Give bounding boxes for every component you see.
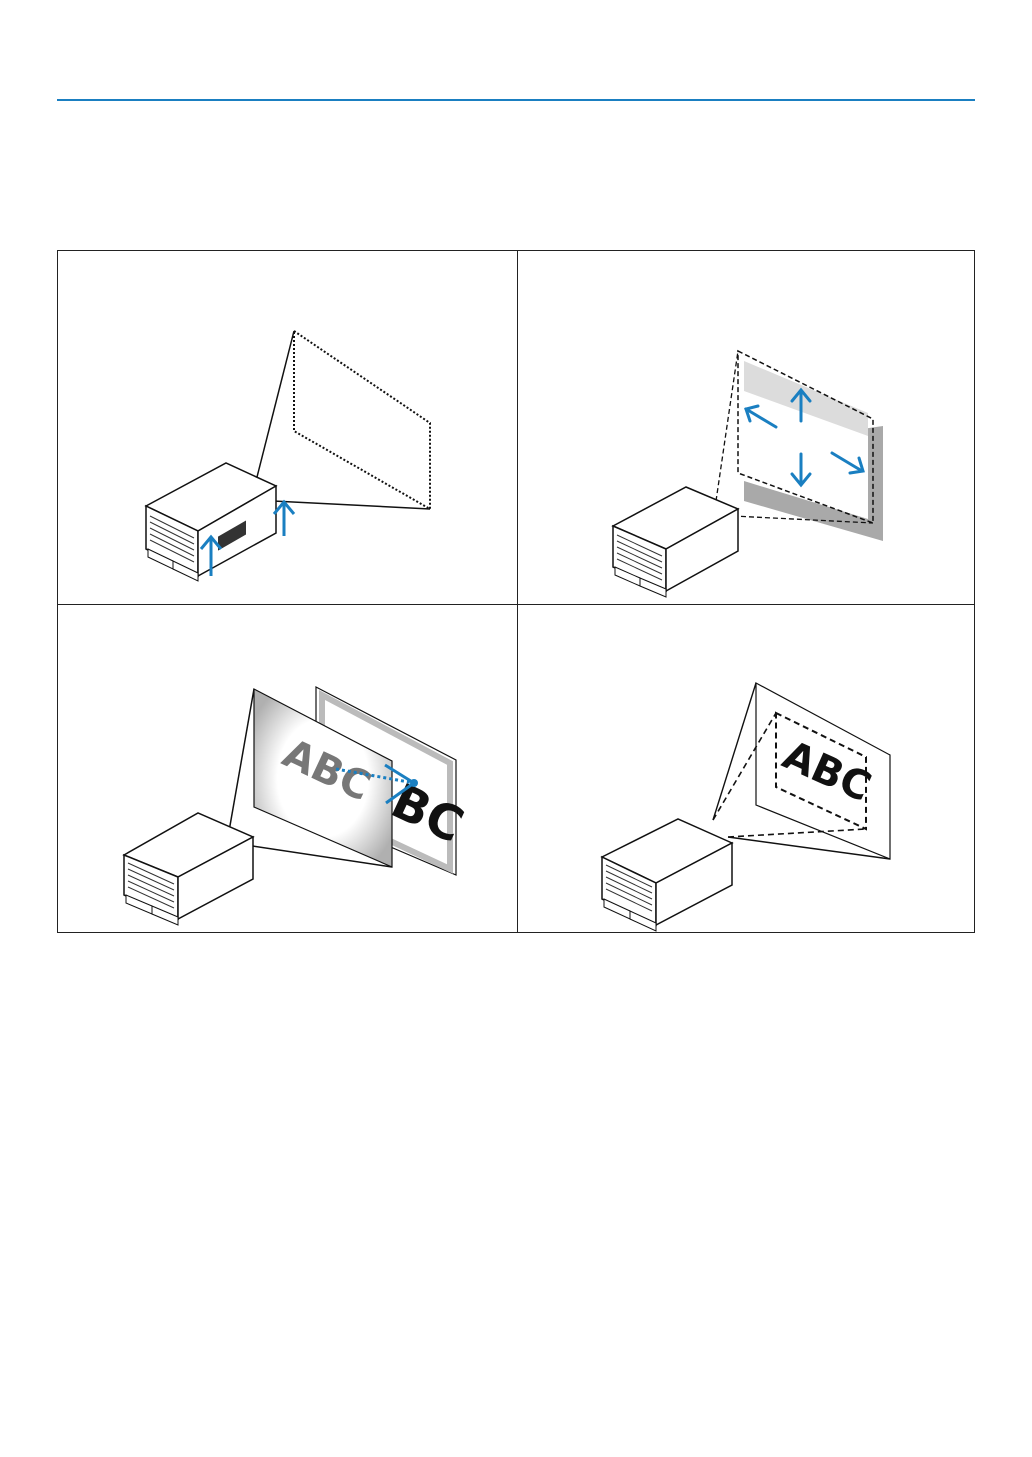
screen-outline: [294, 331, 430, 509]
lens-shift-illustration: [518, 251, 974, 604]
illustration-grid: BC ABC: [57, 250, 975, 933]
figure-lens-shift: [518, 251, 974, 604]
tilt-adjust-illustration: [58, 251, 517, 604]
focus-illustration: BC ABC: [58, 605, 517, 932]
figure-focus: BC ABC: [58, 605, 517, 932]
header-rule: [57, 99, 975, 101]
figure-tilt-adjust: [58, 251, 517, 604]
up-arrow-icon: [274, 502, 294, 536]
projector-icon: [613, 487, 738, 597]
figure-zoom: ABC: [518, 605, 974, 932]
zoom-illustration: ABC: [518, 605, 974, 932]
projector-icon: [602, 819, 732, 931]
projector-icon: [124, 813, 253, 925]
